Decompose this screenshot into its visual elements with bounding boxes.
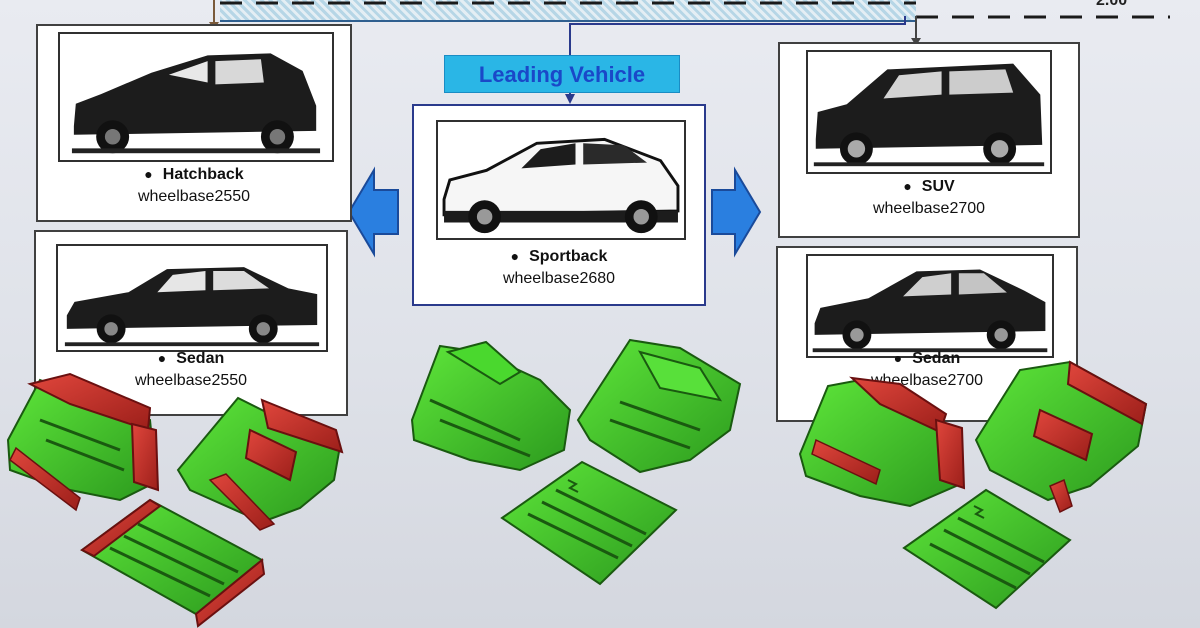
hatchback-type-label: Hatchback [162,166,244,183]
arrow-right-icon [711,166,762,258]
sportback-photo [436,120,686,240]
sedan-right-photo [806,254,1054,358]
bullet-icon: ● [903,178,912,194]
sedan-right-silhouette [812,269,1048,353]
sedan-left-wheelbase-label: wheelbase2550 [134,372,248,389]
left-center-floor-part [80,498,266,628]
leading-vehicle-label: Leading Vehicle [444,55,680,93]
vehicle-card-sportback: ● Sportback wheelbase2680 [412,104,706,306]
sedan-left-silhouette [64,267,320,347]
bullet-icon: ● [510,248,520,264]
vehicle-card-hatchback: ● Hatchback wheelbase2550 [36,24,352,222]
sedan-left-photo [56,244,328,352]
right-rear-floor-part [974,360,1148,514]
leading-connector-arrowhead [565,94,575,104]
bullet-icon: ● [157,350,167,366]
sedan-left-type-label: Sedan [176,350,225,367]
sedan-right-type-label: Sedan [912,350,961,367]
left-front-structure-part [6,372,160,512]
corner-fragment-text: 2.00 [1096,0,1128,9]
top-hatched-band [220,0,916,22]
vehicle-card-suv: ● SUV wheelbase2700 [778,42,1080,238]
middle-rear-floor-part [576,338,742,474]
suv-photo [806,50,1052,174]
suv-wheelbase-label: wheelbase2700 [872,200,986,217]
bullet-icon: ● [144,166,153,182]
suv-silhouette [813,63,1045,167]
right-center-floor-part [902,488,1072,610]
bullet-icon: ● [893,350,903,366]
hatchback-silhouette [71,53,321,154]
hatchback-wheelbase-label: wheelbase2550 [137,188,251,205]
left-rear-floor-part [176,396,344,531]
sportback-type-label: Sportback [529,248,608,265]
right-front-structure-part [798,376,966,508]
sportback-silhouette [442,137,680,234]
sportback-wheelbase-label: wheelbase2680 [502,270,616,287]
hatchback-photo [58,32,334,162]
middle-center-floor-part [500,460,678,586]
arrow-left-icon [347,166,399,258]
suv-type-label: SUV [921,178,955,195]
middle-front-structure-part [410,340,572,472]
